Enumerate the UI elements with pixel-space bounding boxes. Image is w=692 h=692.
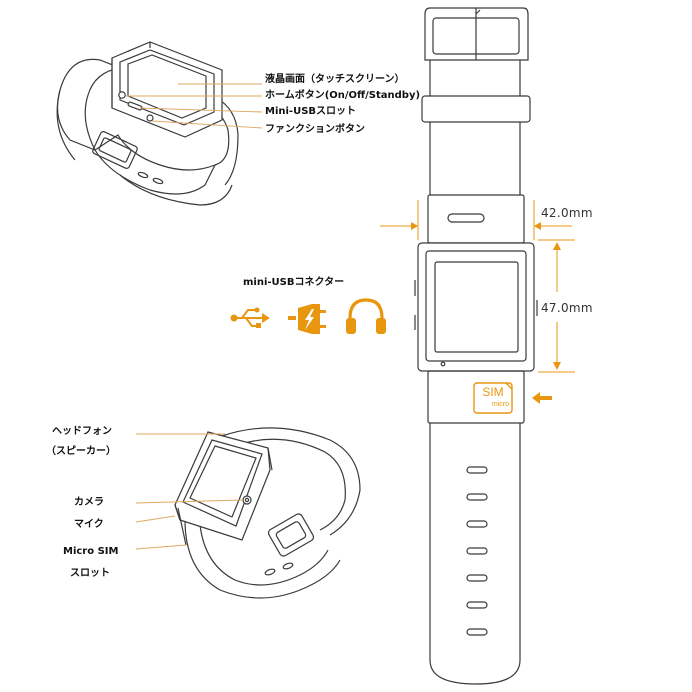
headphone-icon (346, 298, 386, 334)
width-dimension-label: 42.0mm (541, 206, 593, 220)
top-watch-illustration (56, 41, 263, 206)
top-watch-buckle (92, 131, 138, 169)
label-camera: カメラ (74, 497, 104, 508)
micro-sim-badge (473, 382, 513, 414)
top-watch-home-button (118, 91, 126, 99)
sim-insert-arrow (532, 392, 552, 404)
top-watch-strap-front (94, 134, 217, 195)
label-mini-usb-slot: Mini-USBスロット (265, 106, 357, 117)
sim-badge-main: SIM (482, 385, 504, 399)
label-headphone: ヘッドフォン (52, 426, 112, 437)
power-plug-icon (288, 304, 326, 334)
bottom-watch-buckle (267, 513, 315, 557)
front-lower-strap (429, 423, 521, 685)
top-watch-function-button (146, 114, 154, 122)
height-dimension (538, 239, 575, 373)
label-micro-sim: Micro SIM (63, 546, 119, 557)
sim-badge-sub: micro (491, 401, 509, 408)
front-view-watch (414, 7, 538, 685)
connector-title: mini-USBコネクター (243, 277, 345, 288)
label-headphone-speaker: （スピーカー） (46, 446, 116, 457)
bottom-watch-strap-front (184, 519, 341, 599)
front-home-button (440, 361, 446, 367)
front-top-buckle (424, 7, 529, 61)
top-watch-strap-back (57, 58, 123, 152)
height-dimension-label: 47.0mm (541, 301, 593, 315)
bottom-watch-strap-back (221, 427, 361, 536)
label-sim-slot: スロット (70, 568, 110, 579)
front-upper-strap (429, 60, 521, 195)
bottom-watch-screen (189, 445, 257, 518)
label-mic: マイク (74, 519, 104, 530)
label-function-button: ファンクションボタン (265, 124, 365, 135)
usb-icon (230, 307, 270, 328)
bottom-watch-camera (242, 495, 252, 505)
width-dimension (380, 200, 572, 240)
label-screen: 液晶画面（タッチスクリーン） (265, 74, 405, 85)
front-watch-screen (434, 261, 519, 353)
front-strap-keeper (421, 95, 531, 123)
bottom-watch-illustration (135, 427, 361, 599)
front-usb-port (447, 213, 485, 223)
label-home-button: ホームボタン(On/Off/Standby) (265, 90, 421, 101)
